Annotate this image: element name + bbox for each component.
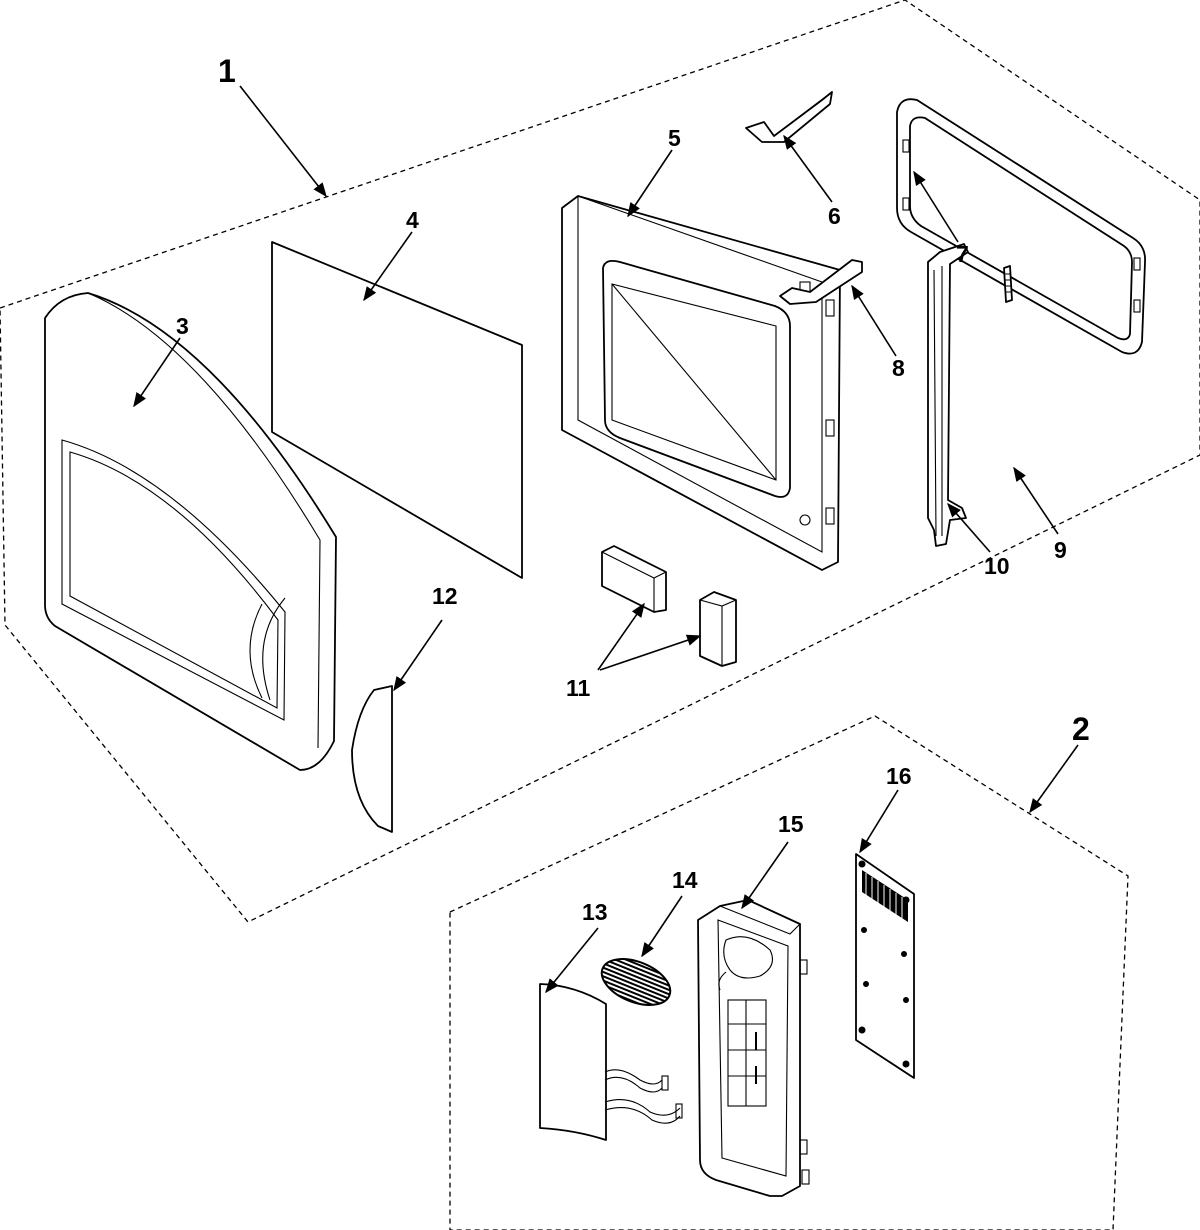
- part-3-door-frame: [44, 292, 337, 771]
- part-11-block-b: [699, 591, 737, 667]
- leader-8: [851, 284, 897, 357]
- callout-11: 11: [566, 675, 591, 701]
- leader-6: [783, 134, 833, 203]
- leader-11a: [597, 602, 645, 671]
- part-13-control-film: [539, 983, 683, 1141]
- part-9-spring: [1003, 265, 1013, 303]
- leader-2: [1029, 744, 1079, 814]
- leader-10: [947, 502, 991, 553]
- part-7-door-seal: [896, 98, 1146, 355]
- callout-13: 13: [582, 899, 608, 925]
- part-16-circuit-board: [855, 853, 915, 1079]
- callout-16: 16: [886, 763, 912, 789]
- callout-12: 12: [432, 583, 458, 609]
- leader-5: [627, 149, 673, 218]
- callout-4: 4: [406, 207, 419, 233]
- callout-6: 6: [828, 203, 841, 229]
- leader-lines: [133, 85, 1079, 994]
- part-15-control-panel-housing: [697, 899, 810, 1197]
- part-11-block-a: [601, 545, 667, 613]
- callout-10: 10: [984, 553, 1010, 579]
- leader-11b: [599, 634, 702, 671]
- part-4-glass-sheet: [271, 241, 523, 579]
- callout-5: 5: [668, 125, 681, 151]
- part-8-lower-hinge: [779, 259, 863, 305]
- part-6-upper-hinge: [745, 91, 833, 143]
- callout-2: 2: [1072, 711, 1090, 747]
- leader-15: [741, 841, 789, 910]
- part-12-choke-film: [351, 685, 393, 833]
- callout-1: 1: [218, 53, 236, 89]
- leader-12: [393, 619, 443, 692]
- callout-14: 14: [672, 867, 698, 893]
- assembly-2-boundary: [449, 715, 1129, 1230]
- leader-14: [641, 895, 683, 958]
- leader-9: [1013, 466, 1059, 535]
- callout-3: 3: [176, 313, 189, 339]
- leader-7: [913, 170, 959, 243]
- leader-4: [363, 231, 413, 302]
- part-5-inner-door-panel: [561, 195, 841, 571]
- leader-13: [545, 927, 599, 994]
- callout-9: 9: [1054, 537, 1067, 563]
- callout-labels: 1 2 3 4 5 6 7 8 9 10 11 12 13 14 15 16: [176, 53, 1090, 925]
- leader-1: [239, 85, 327, 198]
- leader-3: [133, 337, 181, 408]
- part-14-oval-window: [600, 958, 672, 1006]
- callout-8: 8: [892, 355, 905, 381]
- part-10-latch-lever: [927, 243, 969, 547]
- callout-7: 7: [956, 241, 969, 267]
- callout-15: 15: [778, 811, 804, 837]
- leader-16: [859, 789, 899, 854]
